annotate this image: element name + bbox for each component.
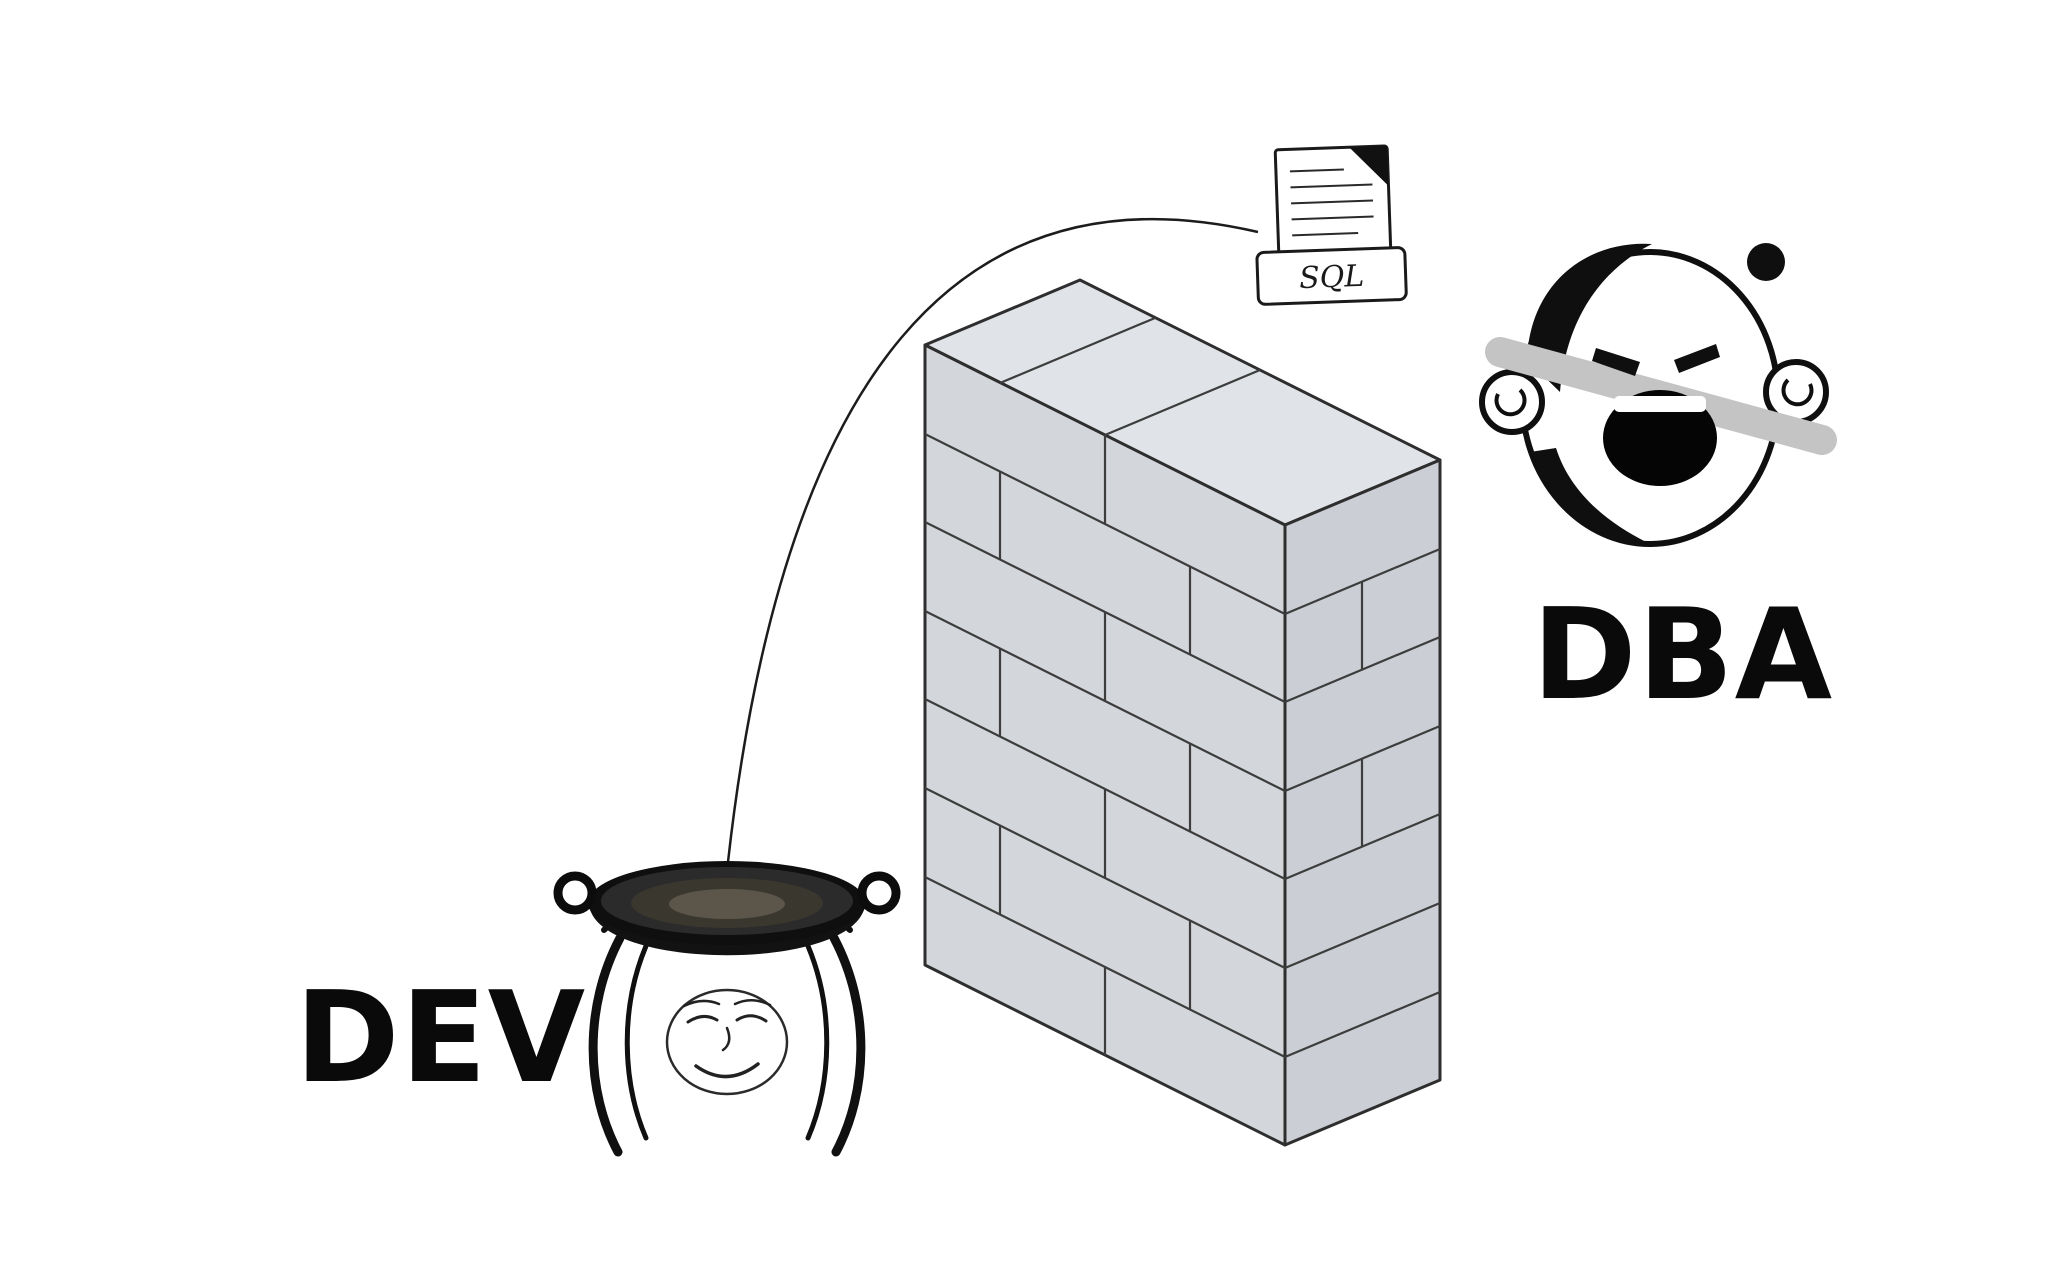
dba-mouth — [1603, 390, 1717, 486]
document-banner — [1255, 246, 1408, 306]
dba-topknot — [1747, 243, 1785, 281]
dba-eye-right — [1674, 344, 1720, 373]
trajectory-arc — [726, 217, 1259, 863]
brick-top-lines — [999, 316, 1261, 437]
dev-label: DEV — [295, 964, 587, 1111]
dev-arms — [588, 918, 866, 1157]
brick-side-lines — [1284, 547, 1441, 1059]
dev-face — [665, 988, 789, 1096]
dba-fist-left — [1479, 369, 1545, 435]
wok-handle-left — [553, 871, 597, 915]
brick-wall — [923, 278, 1442, 1147]
dba-eye-left — [1592, 348, 1640, 376]
document-text-lines — [1289, 168, 1374, 237]
dba-label: DBA — [1532, 581, 1834, 728]
dba-body-shade — [1530, 448, 1648, 543]
brick-joint-lines — [998, 435, 1192, 1055]
sql-document-icon: SQL — [1255, 144, 1408, 306]
sql-label: SQL — [1299, 259, 1365, 296]
document-fold-corner — [1349, 145, 1389, 186]
dev-character — [553, 861, 901, 1157]
dev-wok — [553, 861, 901, 956]
dba-teeth — [1614, 396, 1706, 412]
wok-handle-right — [857, 871, 901, 915]
dba-character — [1479, 243, 1837, 547]
